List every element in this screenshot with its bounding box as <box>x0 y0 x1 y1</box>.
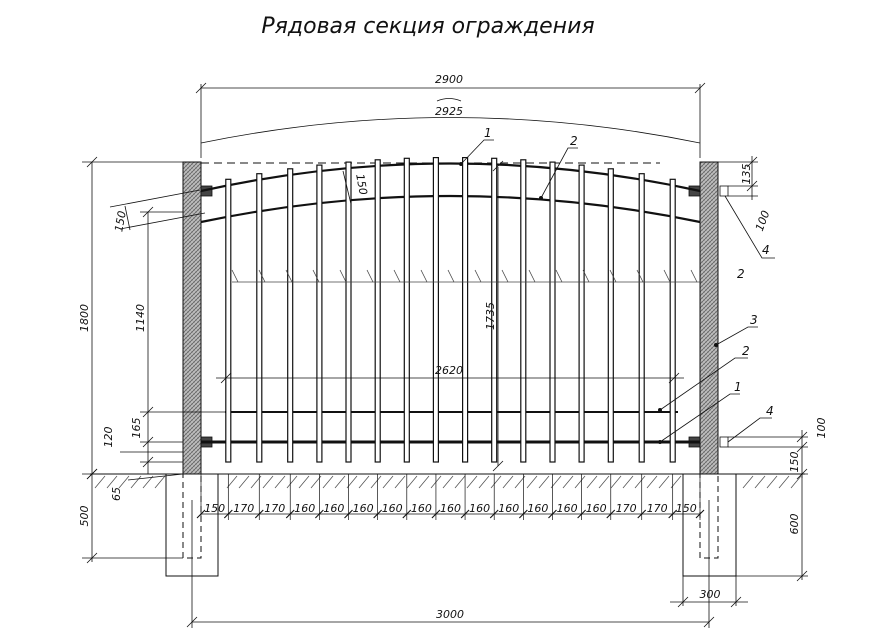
spacing-label: 160 <box>557 502 578 515</box>
dim-base-width <box>186 500 715 628</box>
dim-120-label: 120 <box>102 427 115 448</box>
dim-foundation-right-label: 600 <box>788 514 801 535</box>
callout-1-top: 1 <box>484 126 492 140</box>
spacing-label: 160 <box>353 502 374 515</box>
picket <box>638 173 645 463</box>
dim-inner-width-label: 2620 <box>435 364 463 377</box>
picket <box>316 164 323 463</box>
dim-100-top-label: 100 <box>753 209 772 233</box>
right-post <box>699 161 719 475</box>
picket <box>491 157 498 463</box>
ground-line <box>90 473 805 489</box>
dim-arc-offset <box>342 170 352 205</box>
tick-line <box>231 269 702 283</box>
dim-foundation-left-label: 500 <box>78 506 91 527</box>
spacing-label: 160 <box>469 502 490 515</box>
dim-arc-offset-label: 150 <box>353 173 369 196</box>
spacing-chain: 150 170 170 160 160 160 160 160 160 160 160 160 160 1… <box>196 474 705 520</box>
dim-100-bottom-label: 100 <box>815 418 828 439</box>
top-arch-rail <box>200 162 701 193</box>
dim-total-height-label: 1800 <box>78 304 91 332</box>
dim-left-small <box>120 412 184 481</box>
picket <box>549 161 556 463</box>
picket <box>578 164 585 463</box>
spacing-label: 170 <box>647 502 668 515</box>
dim-65-label: 65 <box>110 487 123 501</box>
spacing-label: 160 <box>382 502 403 515</box>
pickets <box>225 157 676 463</box>
picket <box>669 178 676 463</box>
spacing-label: 150 <box>676 502 697 515</box>
dim-picket-height <box>492 160 504 472</box>
dim-top-span-label: 2900 <box>435 73 463 86</box>
picket <box>403 157 410 463</box>
left-post <box>182 161 202 475</box>
picket <box>607 168 614 463</box>
callout-3: 3 <box>750 313 758 327</box>
picket <box>256 173 263 463</box>
drawing-title: Рядовая секция ограждения <box>261 14 594 39</box>
dim-150-bottom-label: 150 <box>788 452 801 473</box>
spacing-label: 170 <box>264 502 285 515</box>
spacing-label: 160 <box>498 502 519 515</box>
picket <box>225 178 232 463</box>
spacing-label: 160 <box>323 502 344 515</box>
picket <box>462 157 469 463</box>
dim-left-150-label: 150 <box>112 210 128 233</box>
picket <box>374 159 381 463</box>
dim-165-label: 165 <box>130 418 143 439</box>
callout-leaders <box>460 139 775 443</box>
dim-picket-zone-label: 1140 <box>134 304 147 332</box>
spacing-label: 160 <box>527 502 548 515</box>
arc-symbol <box>436 98 462 102</box>
spacing-label: 170 <box>616 502 637 515</box>
callout-1-low: 1 <box>734 380 742 394</box>
dim-inner-width <box>216 372 684 384</box>
picket <box>520 159 527 463</box>
callout-2-mid: 2 <box>737 267 745 281</box>
callout-2-top: 2 <box>570 134 578 148</box>
picket <box>432 157 439 463</box>
spacing-label: 160 <box>411 502 432 515</box>
dim-135-label: 135 <box>740 164 753 185</box>
callout-dots <box>459 162 718 444</box>
dim-foundation-left <box>82 468 183 564</box>
dim-base-width-label: 3000 <box>436 608 464 621</box>
spacing-label: 150 <box>204 502 225 515</box>
spacing-label: 170 <box>233 502 254 515</box>
second-arch-rail <box>200 194 701 224</box>
right-foundation <box>682 473 737 577</box>
dim-post-width-label: 300 <box>700 588 721 601</box>
spacing-label: 160 <box>294 502 315 515</box>
dim-arc-length-label: 2925 <box>435 105 463 118</box>
spacing-label: 160 <box>440 502 461 515</box>
picket <box>345 161 352 463</box>
picket <box>287 168 294 463</box>
dim-foundation-right <box>736 474 808 582</box>
callout-4-top: 4 <box>762 243 770 257</box>
dim-arc-length <box>200 117 701 144</box>
dim-picket-height-label: 1735 <box>484 302 497 330</box>
spacing-label: 160 <box>586 502 607 515</box>
callout-2-low: 2 <box>742 344 750 358</box>
dim-top-span <box>195 82 706 158</box>
dim-right-top <box>718 156 758 200</box>
callout-4-low: 4 <box>766 404 774 418</box>
dim-left-150 <box>109 189 206 231</box>
